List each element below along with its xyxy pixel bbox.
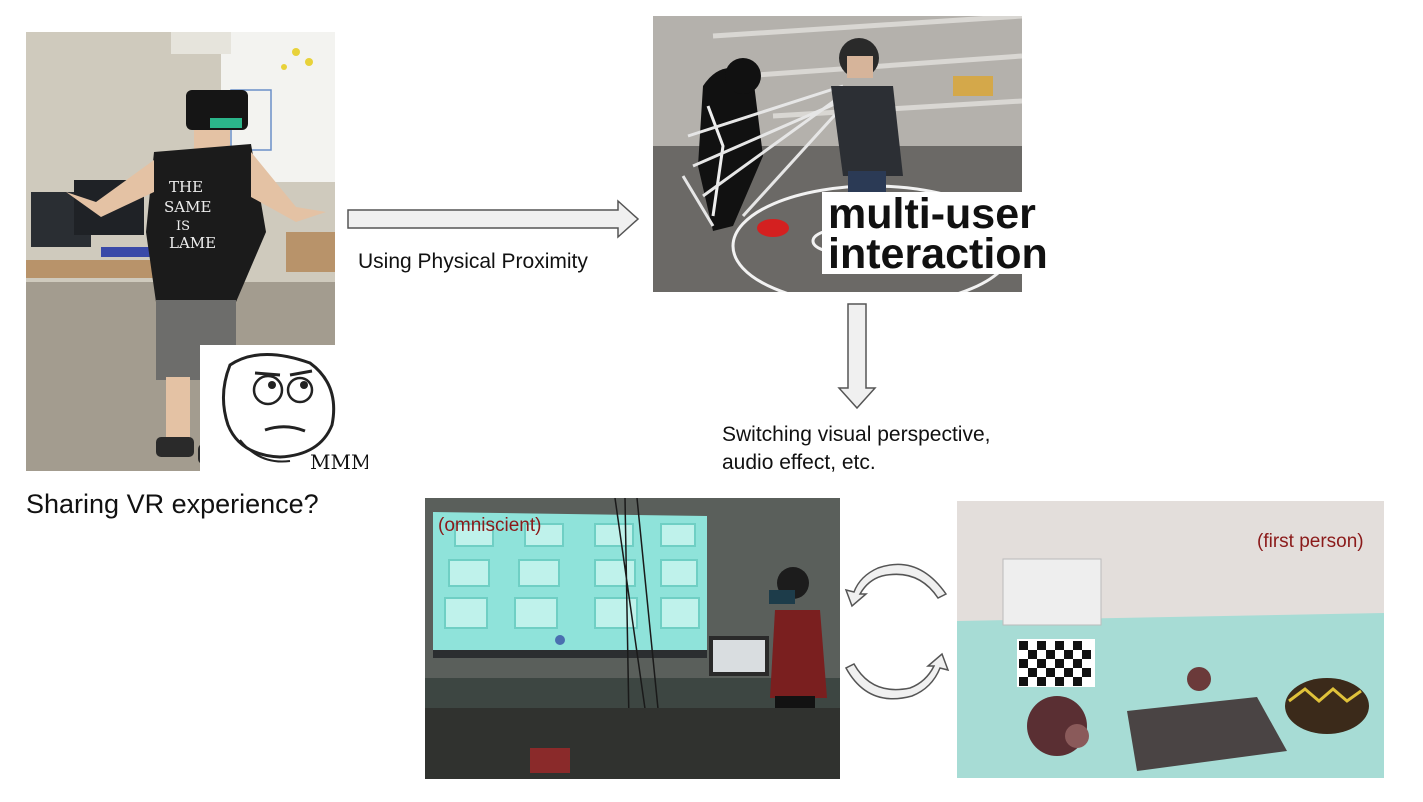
meme-thinking-face-image: MMM (200, 345, 368, 471)
svg-text:IS: IS (176, 219, 190, 234)
omniscient-label: (omniscient) (438, 515, 542, 536)
svg-text:SAME: SAME (164, 198, 211, 216)
omniscient-view-photo: (omniscient) (425, 498, 840, 779)
physical-proximity-caption: Using Physical Proximity (358, 250, 588, 273)
svg-text:LAME: LAME (169, 234, 216, 252)
switching-caption-line1: Switching visual perspective, (722, 423, 991, 446)
sharing-vr-caption: Sharing VR experience? (26, 489, 319, 519)
checkerboard (1017, 639, 1095, 687)
multi-user-line: multi-user (828, 190, 1036, 238)
multi-user-interaction-banner: multi-user interaction (822, 190, 1060, 278)
interaction-line: interaction (828, 230, 1048, 278)
down-arrow (837, 303, 877, 410)
first-person-view-photo: (first person) (957, 501, 1384, 778)
svg-text:THE: THE (169, 178, 203, 196)
switching-caption-line2: audio effect, etc. (722, 451, 876, 474)
right-arrow (347, 199, 640, 239)
first-person-label: (first person) (1257, 531, 1364, 552)
meme-text: MMM (310, 450, 368, 471)
switch-cycle-arrows (844, 563, 950, 700)
